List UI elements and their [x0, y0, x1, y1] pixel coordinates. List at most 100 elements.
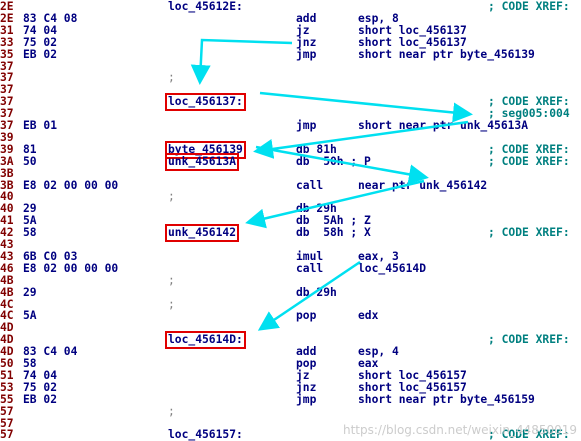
mnemonic[interactable]: db 58h ; X	[296, 226, 371, 240]
mnemonic[interactable]: pop	[296, 309, 317, 323]
operands[interactable]: esp, 4	[358, 345, 399, 359]
mnemonic[interactable]: jz	[296, 23, 310, 37]
code-xref-comment[interactable]: ; CODE XREF:	[488, 226, 570, 240]
mnemonic[interactable]: call	[296, 261, 324, 275]
address: 53	[0, 380, 14, 394]
mnemonic[interactable]: db 29h	[296, 285, 337, 299]
opcode-bytes: 74 04	[23, 368, 58, 382]
separator: ;	[168, 190, 175, 204]
opcode-bytes: E8 02 00 00 00	[23, 178, 119, 192]
mnemonic[interactable]: add	[296, 11, 317, 25]
code-xref-comment[interactable]: ; CODE XREF:	[488, 154, 570, 168]
address: 39	[0, 130, 14, 144]
separator: ;	[168, 71, 175, 85]
listing-line[interactable]: 39	[0, 130, 581, 144]
operands[interactable]: loc_45614D	[358, 261, 427, 275]
code-label[interactable]: unk_456142	[164, 224, 240, 243]
operands[interactable]: short loc_456137	[358, 23, 467, 37]
operands[interactable]: short near ptr byte_456159	[358, 392, 535, 406]
listing-line[interactable]: 39 81 byte_456139 db 81h ; CODE XREF:	[0, 140, 581, 159]
code-xref-comment[interactable]: ; CODE XREF:	[488, 95, 570, 109]
address: 4D	[0, 333, 14, 347]
mnemonic[interactable]: jnz	[296, 380, 317, 394]
code-xref-comment[interactable]: ; CODE XREF:	[488, 428, 570, 441]
mnemonic[interactable]: jmp	[296, 47, 317, 61]
listing-line[interactable]: 4D	[0, 322, 581, 334]
mnemonic[interactable]: db 50h ; P	[296, 154, 371, 168]
listing-line[interactable]: 40;	[0, 191, 581, 203]
address: 46	[0, 261, 14, 275]
operands[interactable]: esp, 8	[358, 11, 399, 25]
operands[interactable]: eax, 3	[358, 249, 399, 263]
mnemonic[interactable]: jnz	[296, 35, 317, 49]
listing-line[interactable]: 43	[0, 239, 581, 251]
listing-line[interactable]: 4D loc_45614D: ; CODE XREF:	[0, 331, 581, 350]
code-xref-comment[interactable]: ; CODE XREF:	[488, 333, 570, 347]
code-label[interactable]: loc_456137:	[165, 93, 246, 112]
operands[interactable]: edx	[358, 309, 379, 323]
code-label[interactable]: unk_45613A	[164, 152, 240, 171]
address: 4D	[0, 345, 14, 359]
mnemonic[interactable]: jmp	[296, 392, 317, 406]
operands[interactable]: eax	[358, 357, 379, 370]
listing-line[interactable]: 57;	[0, 404, 581, 418]
listing-line[interactable]: 37	[0, 60, 581, 73]
listing-line[interactable]: 46 E8 02 00 00 00 call loc_45614D	[0, 261, 581, 275]
address: 39	[0, 142, 14, 156]
operands[interactable]: near ptr unk_456142	[358, 178, 488, 192]
listing-line[interactable]: 57	[0, 417, 581, 430]
listing-line[interactable]: 3B	[0, 167, 581, 180]
opcode-bytes: 81	[23, 142, 37, 156]
mnemonic[interactable]: call	[296, 178, 324, 192]
operands[interactable]: short near ptr byte_456139	[358, 47, 535, 61]
operands[interactable]: short near ptr unk_45613A	[358, 119, 529, 132]
separator: ;	[168, 404, 175, 418]
listing-line[interactable]: 37;	[0, 72, 581, 84]
code-label[interactable]: loc_456157:	[168, 428, 243, 441]
code-xref-comment[interactable]: ; CODE XREF:	[488, 0, 570, 13]
listing-line[interactable]: 4C;	[0, 298, 581, 311]
address: 4B	[0, 285, 14, 299]
listing-line[interactable]: 37	[0, 84, 581, 96]
mnemonic[interactable]: db 81h	[296, 142, 337, 156]
operands[interactable]: short loc_456157	[358, 380, 467, 394]
operands[interactable]: short loc_456157	[358, 368, 467, 382]
code-label[interactable]: loc_45612E:	[168, 0, 243, 13]
opcode-bytes: E8 02 00 00 00	[23, 261, 119, 275]
mnemonic[interactable]: jz	[296, 368, 310, 382]
code-xref-comment[interactable]: ; CODE XREF:	[488, 142, 570, 156]
listing-line[interactable]: 4B;	[0, 274, 581, 287]
code-xref-comment[interactable]: ; seg005:004	[488, 107, 570, 121]
listing-line[interactable]: 37; seg005:004	[0, 108, 581, 120]
operands[interactable]: short loc_456137	[358, 35, 467, 49]
address: 4D	[0, 321, 14, 335]
mnemonic[interactable]: jmp	[296, 119, 317, 132]
mnemonic[interactable]: imul	[296, 249, 324, 263]
code-label[interactable]: loc_45614D:	[165, 331, 246, 350]
address: 37	[0, 71, 14, 85]
mnemonic[interactable]: add	[296, 345, 317, 359]
code-label[interactable]: byte_456139	[165, 140, 246, 159]
mnemonic[interactable]: pop	[296, 357, 317, 370]
